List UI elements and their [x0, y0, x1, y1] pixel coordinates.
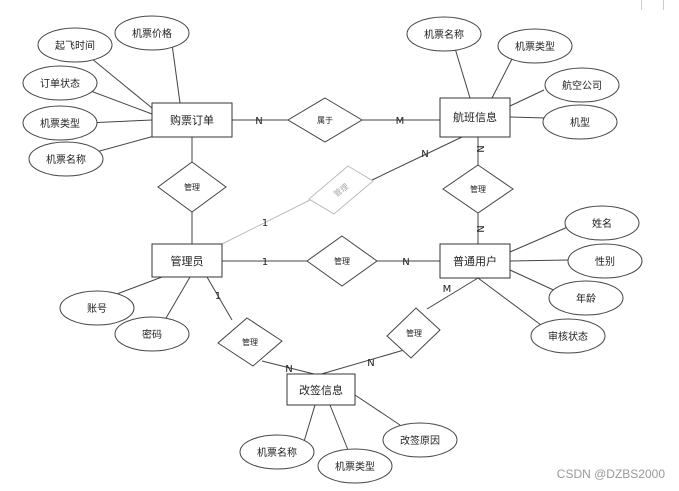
attr-order-price: 机票价格: [114, 15, 190, 51]
card-flight-user-bottom: N: [474, 225, 485, 232]
line-flight-airline: [509, 89, 545, 107]
svg-text:航空公司: 航空公司: [562, 79, 602, 92]
svg-text:管理: 管理: [406, 328, 422, 338]
rel-belongs: 属于: [287, 97, 363, 143]
line-user-name: [509, 225, 571, 253]
card-manage-user-user: N: [402, 257, 409, 268]
svg-text:管理: 管理: [242, 337, 258, 347]
entity-user: 普通用户: [439, 243, 511, 279]
line-manage-change-user: [317, 349, 405, 376]
svg-text:账号: 账号: [87, 303, 107, 315]
svg-text:机票名称: 机票名称: [46, 153, 86, 166]
card-admin-change: 1: [215, 291, 221, 302]
svg-text:审核状态: 审核状态: [548, 330, 588, 343]
line-admin-password: [161, 276, 191, 326]
rel-user-flight: 管理: [442, 164, 514, 214]
card-admin-manage-flight: 1: [262, 218, 268, 229]
line-order-ticket-name: [95, 134, 159, 153]
attr-order-status: 订单状态: [22, 65, 98, 101]
attr-admin-account: 账号: [59, 290, 135, 326]
svg-text:机票价格: 机票价格: [132, 27, 172, 40]
page-corner-mark: [641, 0, 642, 10]
card-admin-manage-user: 1: [262, 257, 268, 268]
svg-text:起飞时间: 起飞时间: [55, 39, 95, 52]
attr-change-ticket-name: 机票名称: [239, 434, 315, 470]
attr-flight-ticket-name: 机票名称: [406, 16, 482, 52]
svg-text:航班信息: 航班信息: [453, 110, 497, 124]
entity-admin: 管理员: [151, 243, 223, 278]
line-manage-change-admin: [261, 360, 319, 376]
page-corner-mark: [663, 0, 664, 10]
line-user-manage-change: [426, 277, 479, 310]
line-admin-manage-change: [206, 276, 233, 321]
line-admin-manage-flight: [221, 198, 313, 245]
attr-user-gender: 性别: [567, 243, 643, 279]
svg-text:性别: 性别: [595, 255, 615, 268]
svg-text:机票名称: 机票名称: [424, 28, 464, 41]
line-change-ticket-type: [329, 404, 351, 456]
svg-text:姓名: 姓名: [592, 217, 612, 230]
card-user-change: M: [443, 284, 452, 295]
svg-text:属于: 属于: [317, 116, 333, 125]
line-change-ticket-name: [302, 404, 316, 446]
svg-text:机型: 机型: [570, 116, 590, 129]
svg-text:管理: 管理: [184, 182, 200, 192]
attr-change-ticket-type: 机票类型: [317, 448, 393, 484]
svg-text:管理: 管理: [334, 256, 350, 266]
card-change-admin-side: N: [285, 364, 292, 375]
card-order-belongs: N: [255, 116, 262, 127]
svg-text:购票订单: 购票订单: [170, 113, 214, 127]
svg-text:密码: 密码: [142, 328, 162, 341]
svg-text:管理: 管理: [470, 184, 486, 194]
line-flight-ticket-name: [453, 44, 471, 99]
rel-manage-change-admin: 管理: [217, 317, 283, 367]
svg-text:机票类型: 机票类型: [40, 117, 80, 130]
rel-manage-change-user: 管理: [386, 307, 441, 359]
svg-text:管理员: 管理员: [171, 254, 204, 268]
watermark: CSDN @DZBS2000: [556, 467, 665, 481]
card-flight-user-top: N: [474, 145, 485, 152]
rel-manage-order: 管理: [157, 161, 227, 213]
line-user-gender: [509, 259, 569, 262]
svg-text:普通用户: 普通用户: [453, 254, 497, 268]
attr-order-ticket-name: 机票名称: [28, 141, 104, 177]
svg-text:机票类型: 机票类型: [335, 460, 375, 473]
attr-order-ticket-type: 机票类型: [22, 105, 98, 141]
line-manage-flight-flight: [369, 136, 463, 182]
cardinality-labels: N M 1 N N N 1 N 1 N N M: [215, 116, 485, 375]
svg-text:改签信息: 改签信息: [299, 383, 343, 397]
line-order-price: [171, 43, 181, 104]
attr-change-reason: 改签原因: [382, 422, 458, 458]
line-user-age: [509, 269, 561, 294]
entity-order: 购票订单: [151, 102, 233, 138]
svg-text:订单状态: 订单状态: [40, 77, 80, 90]
attr-user-age: 年龄: [548, 280, 624, 316]
card-belongs-flight: M: [396, 116, 405, 127]
attr-flight-airline: 航空公司: [544, 67, 620, 103]
svg-text:机票类型: 机票类型: [515, 40, 555, 53]
attr-flight-ticket-type: 机票类型: [497, 28, 573, 64]
card-manage-flight-flight: N: [421, 149, 428, 160]
entity-change: 改签信息: [286, 373, 356, 406]
line-flight-ticket-type: [491, 56, 514, 99]
attr-order-depart-time: 起飞时间: [37, 27, 113, 63]
svg-text:年龄: 年龄: [576, 292, 596, 305]
attr-user-name: 姓名: [564, 205, 640, 241]
rel-manage-user: 管理: [306, 235, 378, 287]
rel-manage-flight: 管理: [308, 165, 374, 215]
attr-admin-password: 密码: [114, 316, 190, 352]
line-flight-model: [509, 116, 547, 119]
line-user-review: [477, 277, 546, 329]
svg-text:机票名称: 机票名称: [257, 446, 297, 459]
line-change-reason: [354, 394, 401, 426]
card-change-user-side: N: [367, 358, 374, 369]
entity-flight: 航班信息: [439, 97, 511, 138]
svg-text:改签原因: 改签原因: [400, 434, 440, 447]
attr-user-review: 审核状态: [530, 318, 606, 354]
attr-flight-model: 机型: [542, 104, 618, 140]
